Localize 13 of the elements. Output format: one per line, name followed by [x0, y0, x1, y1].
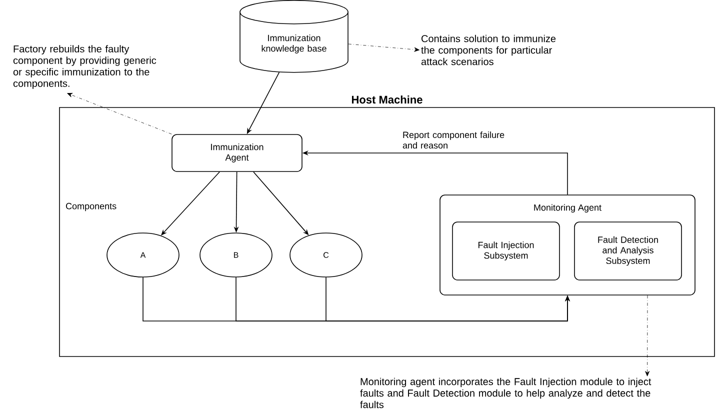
- arrow: [67, 92, 172, 134]
- arrow: [645, 295, 650, 376]
- label-text: Components: [66, 202, 116, 212]
- note-text: Contains solution to immunize the components for particular attack scenarios: [421, 34, 556, 66]
- note-text: Monitoring agent incorporates the Fault Injection module to inject faults and Fault Detection module to help analyze and detect the faults: [360, 378, 652, 408]
- agent-box: Immunization Agent: [172, 134, 302, 172]
- node-label: Host Machine: [352, 95, 422, 104]
- subsystem-box: Fault Injection Subsystem: [452, 222, 560, 280]
- database-cylinder: Immunization knowledge base: [240, 0, 348, 73]
- note-text: Factory rebuilds the faulty component by providing generic or specific immunization to the components.: [13, 45, 156, 89]
- subsystem-box: Fault Detection and Analysis Subsystem: [574, 222, 682, 280]
- arrow: [348, 44, 420, 52]
- edge-label: Report component failure and reason: [402, 130, 508, 150]
